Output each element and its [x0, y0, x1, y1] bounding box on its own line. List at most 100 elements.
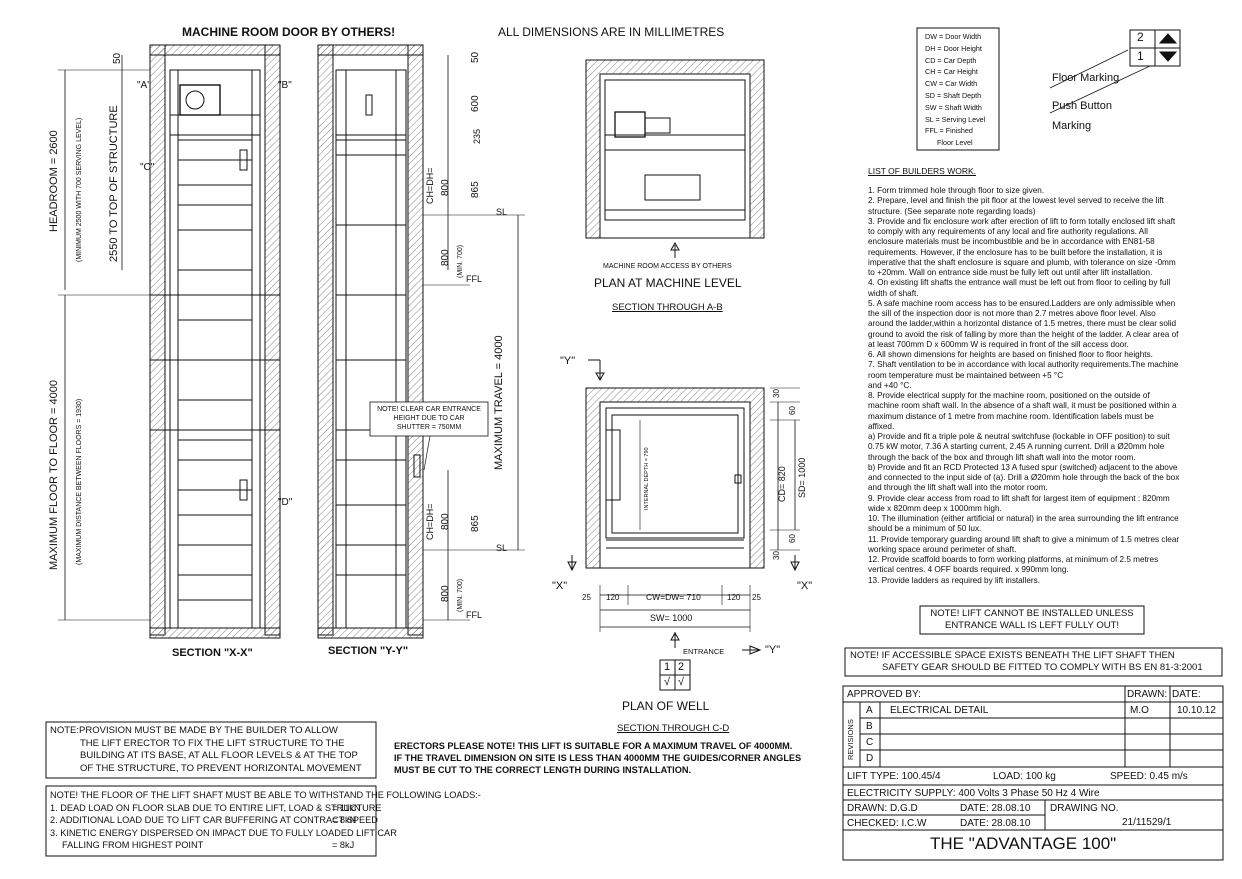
dim-50-xx: 50 — [112, 52, 123, 64]
top-of-structure-label: 2550 TO TOP OF STRUCTURE — [108, 105, 120, 262]
dim-800-1: 800 — [440, 179, 451, 196]
dim-865-2: 865 — [470, 515, 481, 532]
shaft-depth-label: SD= 1000 — [797, 457, 807, 498]
builders-work-line: to comply with any requirements of any l… — [868, 227, 1148, 236]
rev-date-a: 10.10.12 — [1177, 705, 1216, 716]
car-depth-label: CD= 820 — [777, 466, 787, 502]
dim-600: 600 — [470, 95, 481, 112]
button-2-label: 2 — [678, 661, 685, 673]
min-700-1: (MIN. 700) — [457, 244, 464, 278]
builders-work-line: maximum distance of 1 metre from machine… — [868, 411, 1154, 421]
ffl-label-1: FFL — [466, 274, 483, 284]
loads-note: NOTE! THE FLOOR OF THE LIFT SHAFT MUST B… — [50, 790, 481, 850]
builders-work-line: to +20mm. Wall on entrance side must be … — [868, 268, 1153, 277]
builders-work-line: the sill of the inspection door is not m… — [868, 309, 1156, 318]
plan-machine-title: PLAN AT MACHINE LEVEL — [594, 276, 742, 290]
builders-work-line: 7. Shaft ventilation to be in accordance… — [868, 360, 1179, 370]
rev-letter-a: A — [866, 705, 873, 716]
builders-work-line: structure. (See separate note regarding … — [868, 206, 1036, 216]
builders-work-line: wide x 820mm deep x 1000mm high. — [868, 503, 1002, 513]
rev-drawn-a: M.O — [1130, 705, 1149, 716]
entrance-label: ENTRANCE — [683, 647, 725, 656]
builders-work-line: 2. Prepare, level and finish the pit flo… — [868, 196, 1164, 206]
mark-c: "C" — [140, 162, 155, 173]
entrance-wall-note: NOTE! LIFT CANNOT BE INSTALLED UNLESS EN… — [930, 608, 1134, 631]
push-button-label: Push Button — [1052, 100, 1112, 112]
builders-work-list: 1. Form trimmed hole through floor to si… — [868, 186, 1206, 586]
builders-work-line: 3. Provide and fix enclosure work after … — [868, 216, 1176, 226]
rev-letter-b: B — [866, 721, 873, 732]
approved-by-label: APPROVED BY: — [847, 689, 921, 700]
legend-box-drawing — [916, 27, 1181, 151]
clear-entrance-note: NOTE! CLEAR CAR ENTRANCE HEIGHT DUE TO C… — [377, 406, 481, 431]
max-floor-min-label: (MAXIMUM DISTANCE BETWEEN FLOORS = 1930) — [76, 398, 83, 565]
builders-work-line: a) Provide and fit a triple pole & neutr… — [868, 432, 1170, 441]
floor-number-1: 1 — [1137, 49, 1144, 63]
y-mark-bottom: "Y" — [765, 644, 781, 656]
rev-letter-d: D — [866, 753, 874, 764]
builders-work-line: b) Provide and fit an RCD Protected 13 A… — [868, 462, 1178, 472]
headroom-label: HEADROOM = 2600 — [48, 130, 60, 232]
internal-depth-label: INTERNAL DEPTH = 790 — [644, 447, 650, 510]
width-120-left: 120 — [606, 593, 620, 602]
dim-30-top: 30 — [772, 389, 781, 398]
builders-work-line: 0.75 kW motor, 7.36 A starting current, … — [868, 442, 1165, 452]
builders-work-line: 8. Provide electrical supply for the mac… — [868, 391, 1150, 400]
builders-work-line: through the back of the box and through … — [868, 452, 1136, 462]
plan-well-title: PLAN OF WELL — [622, 699, 710, 713]
dim-50-yy: 50 — [470, 51, 481, 63]
shaft-width-label: SW= 1000 — [650, 613, 693, 623]
drawn-date: DATE: 28.08.10 — [960, 803, 1031, 814]
section-yy-title: SECTION "Y-Y" — [328, 645, 409, 657]
builders-work-line: around the ladder,within a horizontal di… — [868, 319, 1177, 329]
builders-work-line: requirements. However, if the enclosure … — [868, 247, 1163, 257]
rev-letter-c: C — [866, 737, 874, 748]
min-700-2: (MIN. 700) — [457, 578, 464, 612]
sl-label-1: SL — [496, 207, 508, 217]
electricity-supply: ELECTRICITY SUPPLY: 400 Volts 3 Phase 50… — [847, 788, 1100, 799]
machine-room-access: MACHINE ROOM ACCESS BY OTHERS — [603, 263, 732, 270]
plan-machine-drawing — [585, 59, 765, 258]
builders-work-line: room temperature must be maintained betw… — [868, 370, 1064, 380]
checked-by: CHECKED: I.C.W — [847, 818, 927, 829]
car-width-label: CW=DW= 710 — [646, 592, 701, 602]
sl-label-2: SL — [496, 543, 508, 553]
erectors-note: ERECTORS PLEASE NOTE! THIS LIFT IS SUITA… — [394, 741, 802, 775]
x-mark-right: "X" — [797, 580, 813, 592]
plan-well-subtitle: SECTION THROUGH C-D — [617, 723, 730, 734]
dim-60-bottom: 60 — [788, 534, 797, 543]
lift-speed: SPEED: 0.45 m/s — [1110, 771, 1188, 782]
ffl-label-2: FFL — [466, 610, 483, 620]
abbreviation-legend: DW = Door Width DH = Door Height CD = Ca… — [925, 32, 986, 148]
y-mark-top: "Y" — [560, 355, 576, 367]
builders-work-line: vertical centres. 4 OFF boards required.… — [868, 565, 1069, 575]
floor-number-2: 2 — [1137, 30, 1144, 44]
lift-type: LIFT TYPE: 100.45/4 — [847, 771, 941, 782]
max-floor-label: MAXIMUM FLOOR TO FLOOR = 4000 — [48, 379, 60, 570]
all-dimensions-heading: ALL DIMENSIONS ARE IN MILLIMETRES — [498, 25, 725, 39]
x-mark-left: "X" — [552, 580, 568, 592]
plan-well-drawing — [567, 359, 800, 691]
dim-60-top: 60 — [788, 406, 797, 415]
drawing-number: 21/11529/1 — [1122, 817, 1172, 828]
builders-work-line: working space around perimeter of shaft. — [868, 544, 1017, 554]
rev-desc-a: ELECTRICAL DETAIL — [890, 705, 989, 716]
builders-work-title: LIST OF BUILDERS WORK. — [868, 166, 977, 176]
headroom-min-label: (MINIMUM 2500 WITH 700 SERVING LEVEL) — [76, 117, 83, 262]
section-yy-drawing — [317, 44, 525, 639]
builders-work-line: imperative that the shaft enclosure is s… — [868, 257, 1176, 267]
plan-machine-subtitle: SECTION THROUGH A-B — [612, 302, 723, 313]
ch-dh-label-2: CH=DH= — [425, 503, 435, 540]
dim-800-4: 800 — [440, 585, 451, 602]
builders-work-line: 12. Provide scaffold boards to form work… — [868, 555, 1159, 564]
machine-room-door-heading: MACHINE ROOM DOOR BY OTHERS! — [182, 25, 396, 39]
builders-work-line: enclosure materials must be incombustibl… — [868, 237, 1155, 247]
ch-dh-label-1: CH=DH= — [425, 167, 435, 204]
dim-865-1: 865 — [470, 181, 481, 198]
drawn-by: DRAWN: D.G.D — [847, 803, 918, 814]
button-1-check: √ — [664, 676, 671, 688]
drawn-header: DRAWN: — [1127, 689, 1168, 700]
button-1-label: 1 — [664, 661, 671, 673]
builders-work-line: and +40 °C. — [868, 380, 912, 390]
